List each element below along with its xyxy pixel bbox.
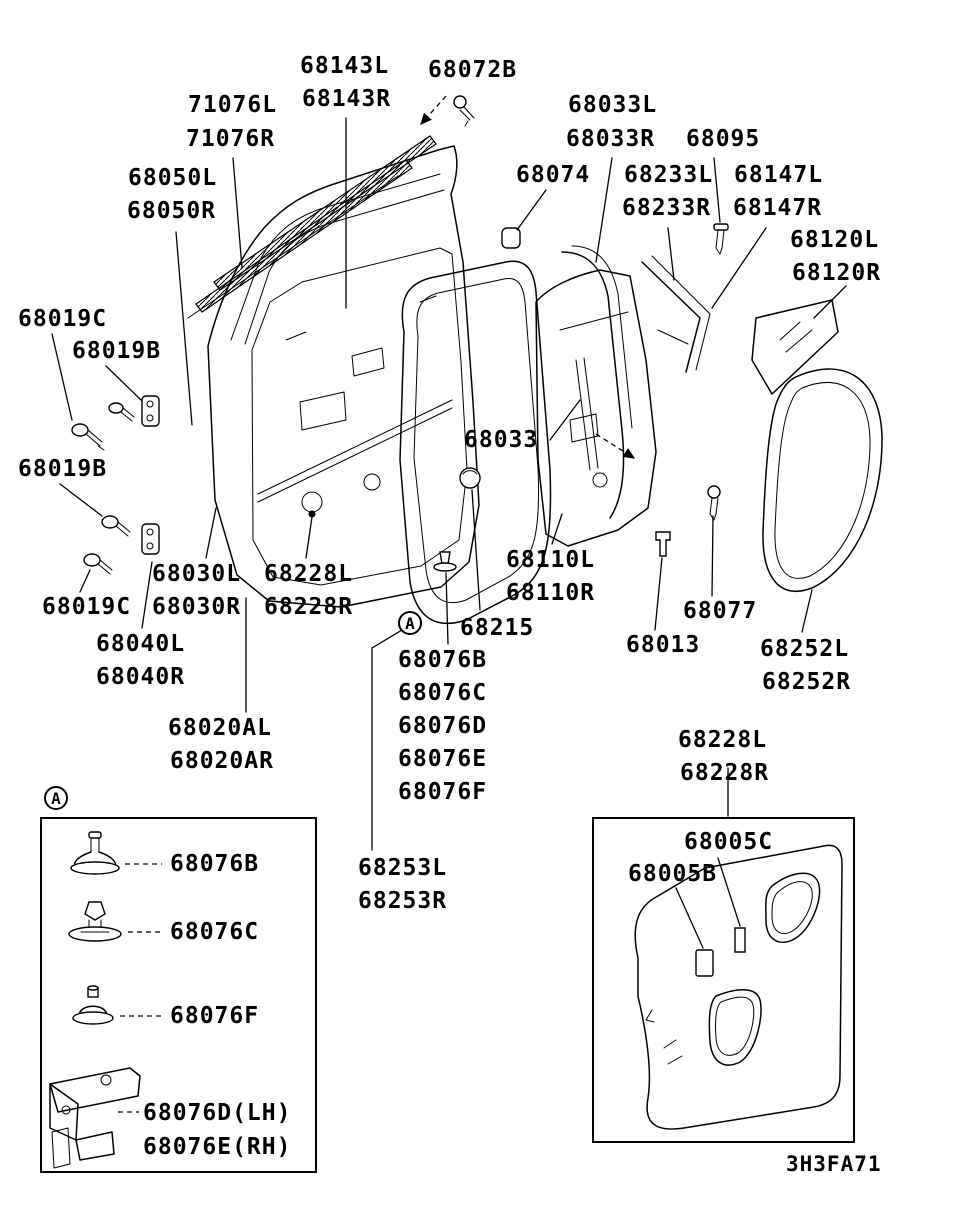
quarter-glass-art <box>751 285 847 395</box>
clip-detail-box <box>40 817 317 1173</box>
detail-marker-a: A <box>44 786 68 810</box>
part-label-68147l: 68147L <box>734 162 824 188</box>
part-label-68020ar: 68020AR <box>170 748 274 774</box>
part-label-68076f: 68076F <box>170 1003 260 1029</box>
part-label-71076r: 71076R <box>186 126 276 152</box>
glass-run-art <box>549 157 636 519</box>
part-label-68040r: 68040R <box>96 664 186 690</box>
part-label-68076c: 68076C <box>170 919 260 945</box>
part-label-68120r: 68120R <box>792 260 882 286</box>
part-label-68013: 68013 <box>626 632 701 658</box>
part-label-68120l: 68120L <box>790 227 880 253</box>
part-label-68228l: 68228L <box>264 561 354 587</box>
part-label-68228r: 68228R <box>264 594 354 620</box>
part-label-68076dlh: 68076D(LH) <box>143 1100 292 1126</box>
part-label-68033r: 68033R <box>566 126 656 152</box>
part-label-68019b: 68019B <box>18 456 108 482</box>
rear-weatherstrip-art <box>762 368 883 633</box>
part-label-68253l: 68253L <box>358 855 448 881</box>
door-weatherstrip-art <box>371 260 552 851</box>
clip-detail-art <box>49 831 162 1169</box>
detail-marker-a: A <box>398 611 422 635</box>
part-label-68076e: 68076E <box>398 746 488 772</box>
part-label-68030l: 68030L <box>152 561 242 587</box>
part-label-68019b: 68019B <box>72 338 162 364</box>
fastener-art <box>51 333 721 645</box>
part-label-68076erh: 68076E(RH) <box>143 1134 292 1160</box>
trim-panel-detail-box <box>592 817 855 1143</box>
part-label-68033l: 68033L <box>568 92 658 118</box>
part-label-68252l: 68252L <box>760 636 850 662</box>
part-label-68147r: 68147R <box>733 195 823 221</box>
part-label-68143l: 68143L <box>300 53 390 79</box>
part-label-68030r: 68030R <box>152 594 242 620</box>
part-label-68076f: 68076F <box>398 779 488 805</box>
part-label-68050l: 68050L <box>128 165 218 191</box>
rear-door-panel-art <box>535 269 657 547</box>
part-label-68005b: 68005B <box>628 861 718 887</box>
part-label-68076b: 68076B <box>398 647 488 673</box>
part-label-68050r: 68050R <box>127 198 217 224</box>
part-label-68233r: 68233R <box>622 195 712 221</box>
part-label-68252r: 68252R <box>762 669 852 695</box>
part-label-68143r: 68143R <box>302 86 392 112</box>
part-label-68077: 68077 <box>683 598 758 624</box>
part-label-68076b: 68076B <box>170 851 260 877</box>
figure-code: 3H3FA71 <box>786 1152 882 1176</box>
part-label-68233l: 68233L <box>624 162 714 188</box>
part-label-68019c: 68019C <box>18 306 108 332</box>
part-label-68076c: 68076C <box>398 680 488 706</box>
part-label-68095: 68095 <box>686 126 761 152</box>
part-label-68033: 68033 <box>464 427 539 453</box>
part-label-68020al: 68020AL <box>168 715 272 741</box>
part-label-68072b: 68072B <box>428 57 518 83</box>
part-label-68228r: 68228R <box>680 760 770 786</box>
part-label-68110l: 68110L <box>506 547 596 573</box>
part-label-68253r: 68253R <box>358 888 448 914</box>
part-label-68074: 68074 <box>516 162 591 188</box>
part-label-71076l: 71076L <box>188 92 278 118</box>
part-label-68019c: 68019C <box>42 594 132 620</box>
quarter-sash-art <box>641 157 767 373</box>
trim-panel-art <box>634 767 843 1130</box>
part-label-68005c: 68005C <box>684 829 774 855</box>
part-label-68076d: 68076D <box>398 713 488 739</box>
part-label-68215: 68215 <box>460 615 535 641</box>
part-label-68228l: 68228L <box>678 727 768 753</box>
part-label-68110r: 68110R <box>506 580 596 606</box>
part-label-68040l: 68040L <box>96 631 186 657</box>
